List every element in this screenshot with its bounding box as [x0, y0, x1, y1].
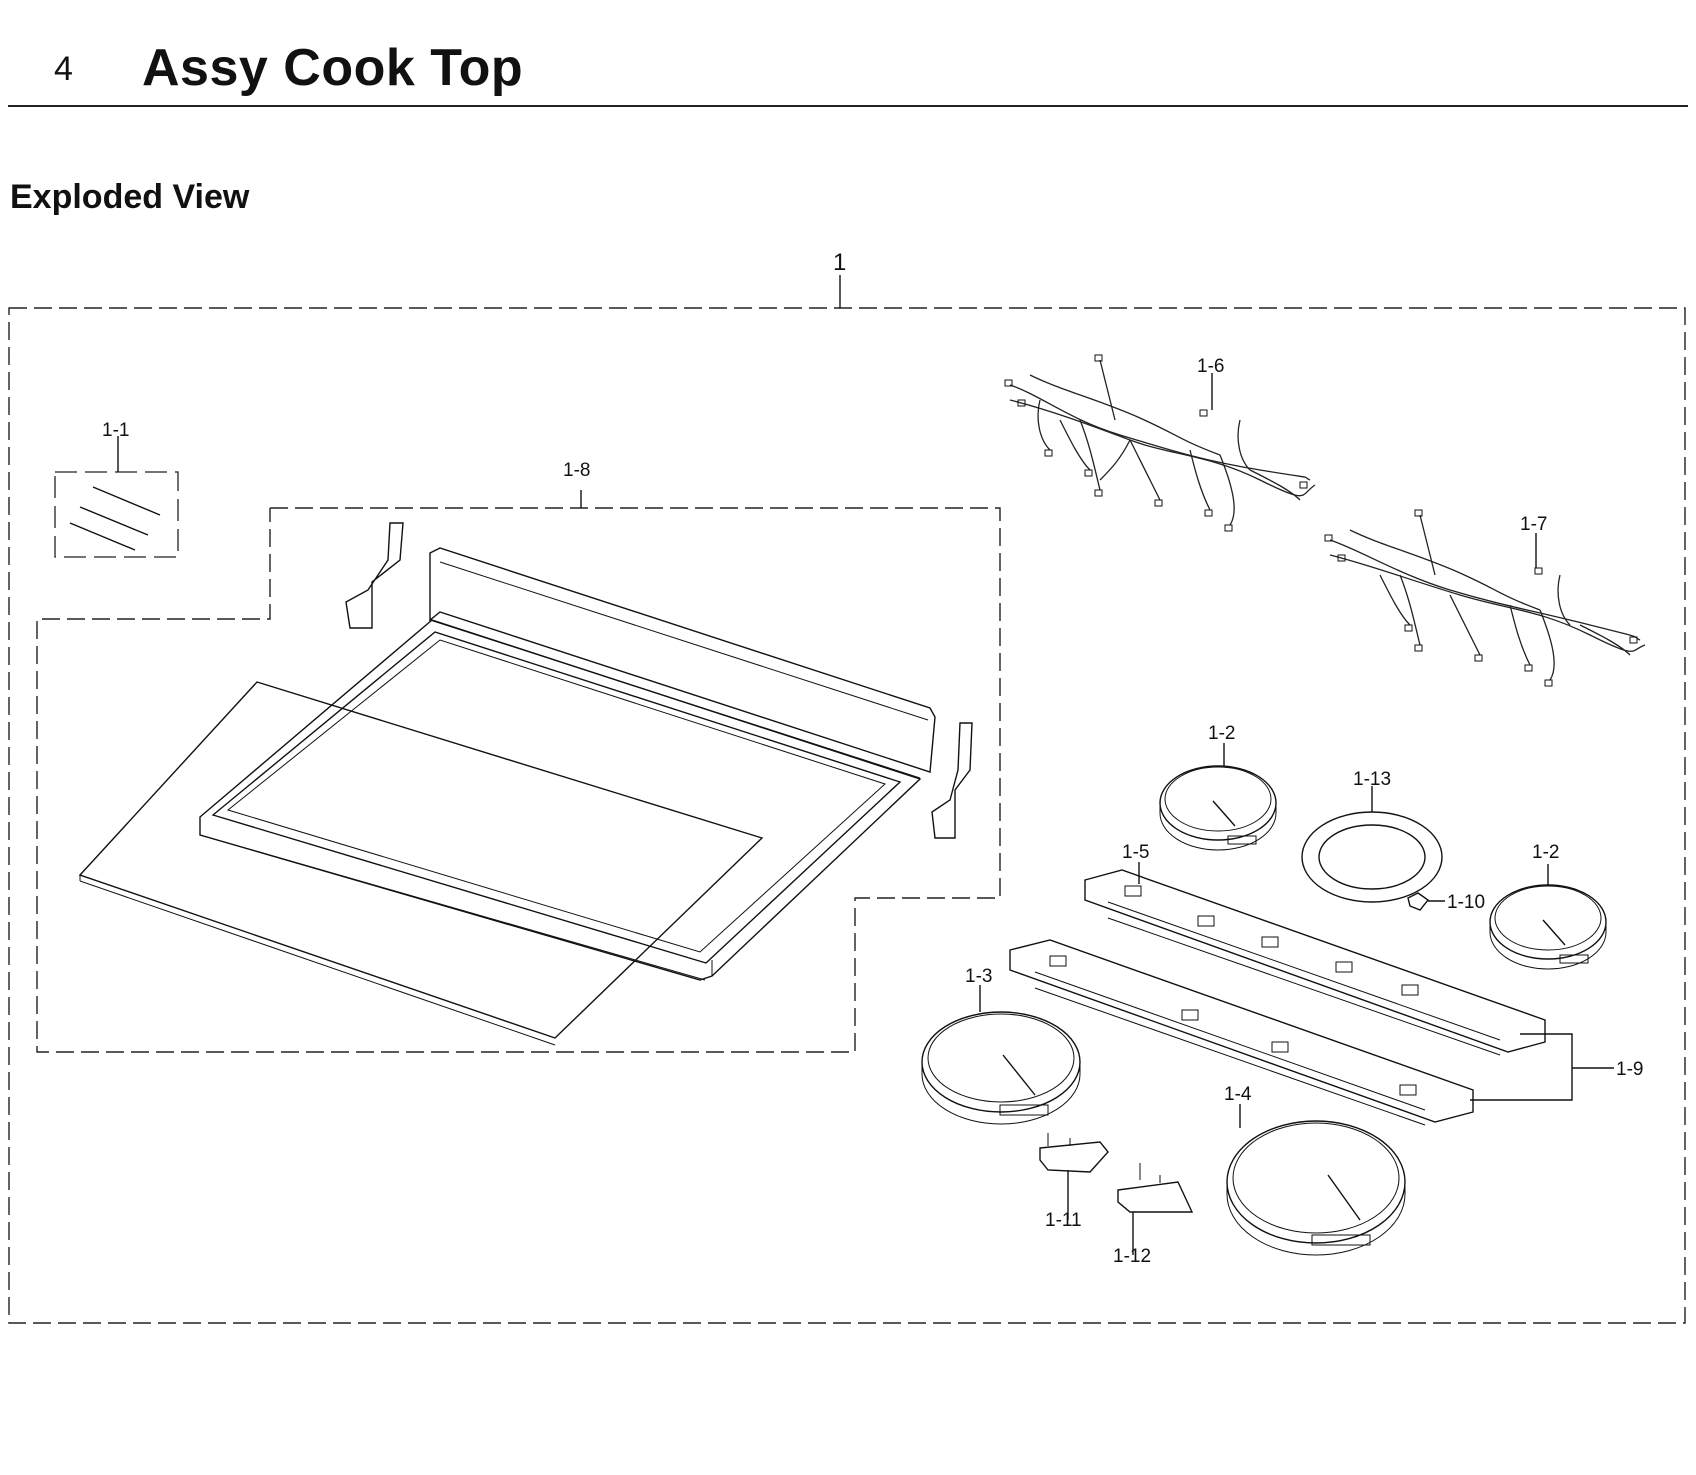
wire-harness-upper — [1004, 354, 1316, 532]
exploded-view-heading: Exploded View — [10, 178, 250, 216]
callout-1-10: 1-10 — [1447, 892, 1485, 913]
callout-1-6: 1-6 — [1197, 356, 1224, 377]
callout-1-1: 1-1 — [102, 420, 129, 441]
callout-1-8: 1-8 — [563, 460, 590, 481]
cooktop-frame — [199, 522, 973, 981]
glass-cooktop — [78, 681, 764, 1046]
screws-part — [54, 436, 179, 558]
section-title: Assy Cook Top — [142, 39, 524, 97]
burner-medium-left — [921, 985, 1081, 1125]
support-bracket-lower — [1009, 939, 1614, 1126]
callout-1-13: 1-13 — [1353, 769, 1391, 790]
section-number: 4 — [54, 50, 73, 88]
burner-small-upper — [1159, 743, 1277, 851]
callout-1-3: 1-3 — [965, 966, 992, 987]
mounting-plate-b — [1117, 1163, 1194, 1255]
wire-harness-lower — [1324, 509, 1646, 687]
burner-large — [1226, 1104, 1406, 1256]
callout-1-2-right: 1-2 — [1532, 842, 1559, 863]
callout-1-4: 1-4 — [1224, 1084, 1252, 1105]
callout-1-11: 1-11 — [1045, 1210, 1082, 1231]
callout-1: 1 — [833, 249, 846, 276]
callout-1-5: 1-5 — [1122, 842, 1149, 863]
callout-1-7: 1-7 — [1520, 514, 1547, 535]
mounting-plate-a — [1039, 1133, 1109, 1220]
burner-small-right — [1489, 864, 1607, 970]
callout-1-9: 1-9 — [1616, 1059, 1643, 1080]
cooktop-group-boundary — [36, 490, 1001, 1053]
support-bracket-upper — [1084, 862, 1546, 1056]
callout-1-12: 1-12 — [1113, 1246, 1151, 1267]
callout-1-2-upper: 1-2 — [1208, 723, 1235, 744]
assembly-boundary — [8, 275, 1686, 1324]
trim-ring — [1301, 786, 1443, 903]
title-divider — [8, 105, 1688, 107]
clip-part — [1407, 892, 1445, 911]
